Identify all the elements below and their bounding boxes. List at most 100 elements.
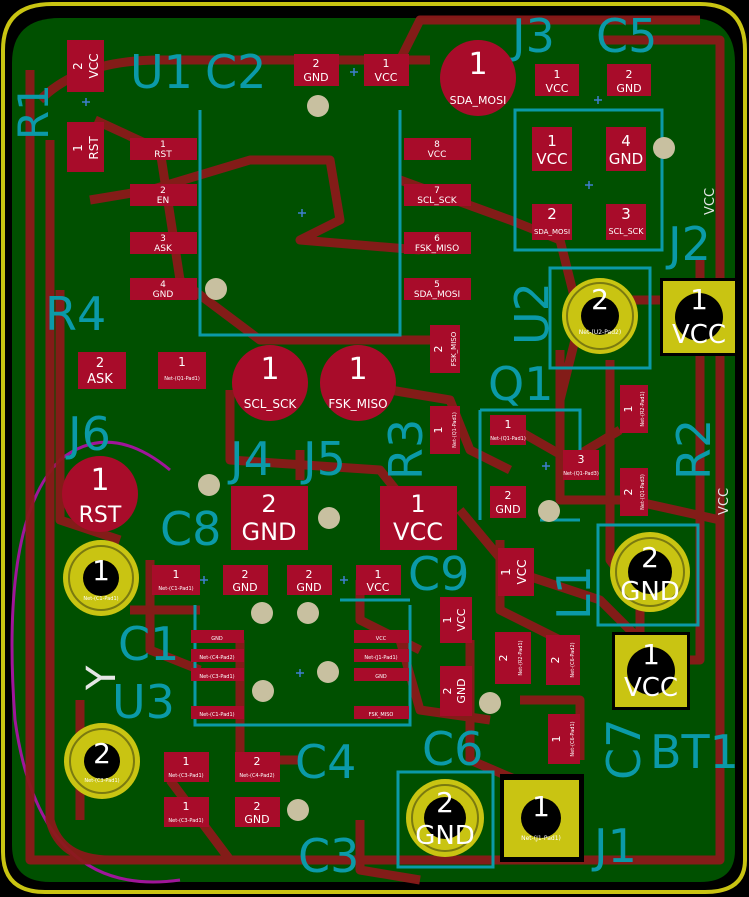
svg-text:Net-(C3-Pad1): Net-(C3-Pad1) [168,773,203,779]
svg-text:VCC: VCC [393,518,443,546]
svg-text:Net-(Q1-Pad1): Net-(Q1-Pad1) [490,436,526,442]
pad-c5-gnd: 2 GND [607,64,651,96]
svg-text:GND: GND [616,82,641,95]
svg-text:2: 2 [436,786,454,819]
svg-text:1: 1 [441,617,454,624]
svg-text:Net-(J1-Pad1): Net-(J1-Pad1) [521,835,561,842]
silkscreen-refs: R1 U1 C2 J3 C5 J2 U2 R4 Q1 R3 R2 J6 J4 J… [9,9,739,883]
ref-C1: C1 [118,617,179,671]
svg-text:FSK_MISO: FSK_MISO [369,712,394,718]
ref-C6: C6 [422,722,483,776]
smd-pads: 2 VCC 1 RST 2 GND 1 VCC 1 VCC 2 GND 1 RS… [67,40,651,827]
svg-text:1: 1 [173,568,180,581]
svg-text:SDA_MOSI: SDA_MOSI [534,228,570,236]
pad-u1-6-fsk: 6 FSK_MISO [404,232,471,254]
pad-j1-gnd: 2 GND [406,779,484,857]
svg-text:GND: GND [375,674,387,680]
svg-text:Net-(R2-Pad1): Net-(R2-Pad1) [518,640,524,675]
pad-hdr-3-scl: 3 SCL_SCK [606,204,646,240]
ref-Y: Y [79,665,125,691]
ref-C7: C7 [597,719,651,780]
ref-BT1: BT1 [650,725,739,779]
svg-text:VCC: VCC [376,636,387,642]
pad-q1-3: 3 Net-(Q1-Pad3) [563,450,599,480]
pad-hdr-2-sda: 2 SDA_MOSI [532,204,572,240]
svg-text:2: 2 [71,62,85,70]
gnd-via [205,278,227,300]
svg-text:VCC: VCC [624,673,678,703]
svg-text:1: 1 [71,144,85,152]
svg-text:Net-(C6-Pad2): Net-(C6-Pad2) [570,642,576,677]
ref-C9: C9 [408,547,469,601]
silkscreen-outlines [193,108,700,869]
svg-text:2: 2 [497,655,510,662]
pad-r4-1: 1 Net-(Q1-Pad1) [158,352,206,389]
svg-text:GND: GND [303,71,328,84]
svg-text:5: 5 [434,280,440,290]
svg-text:1: 1 [178,355,186,369]
pad-r2-2: 2 Net-(Q1-Pad3) [620,468,648,516]
pad-r1-vcc: 2 VCC [67,40,104,92]
svg-text:2: 2 [254,800,261,813]
pad-c2-gnd: 2 GND [294,54,339,86]
svg-text:RST: RST [79,503,122,528]
pad-r2-1: 1 Net-(R2-Pad1) [620,385,648,433]
pad-r3-fsk: 2 FSK_MISO [430,325,460,373]
pad-bt1-gnd: 2 GND [610,532,690,612]
svg-text:2: 2 [96,356,104,371]
pad-q1-1: 1 Net-(Q1-Pad1) [490,415,526,445]
pad-c8-vcc: 1 VCC [380,486,457,550]
round-pads: 1 SDA_MOSI 1 SCL_SCK 1 FSK_MISO 1 RST [62,40,516,532]
svg-text:1: 1 [622,406,635,413]
svg-text:2: 2 [622,489,635,496]
pad-bt1-vcc: 1 VCC [612,632,690,710]
pad-j6-rst: 1 RST [62,456,138,532]
pad-y-1: 1 Net-(C1-Pad1) [63,540,139,616]
pad-u1-5-sda: 5 SDA_MOSI [404,278,471,300]
svg-text:1: 1 [90,463,109,498]
ref-J1: J1 [591,819,637,873]
svg-text:GND: GND [232,581,257,594]
gnd-via [287,799,309,821]
svg-text:VCC: VCC [672,320,726,350]
ref-R1: R1 [9,84,58,140]
pad-c1-gnd: 2 GND [223,565,268,595]
pad-c5-vcc: 1 VCC [535,64,579,96]
svg-text:Net-(Q1-Pad3): Net-(Q1-Pad3) [640,474,646,510]
svg-text:1: 1 [183,800,190,813]
svg-text:Net-(C3-Pad1): Net-(C3-Pad1) [168,818,203,824]
gnd-via [297,602,319,624]
ref-J3: J3 [509,9,555,63]
gnd-via [538,500,560,522]
svg-text:RST: RST [87,136,101,160]
pad-u3-r2: Net-(J1-Pad1) [354,649,409,662]
svg-text:1: 1 [383,57,390,70]
pad-u1-7-scl: 7 SCL_SCK [404,184,471,206]
svg-text:2: 2 [547,205,557,223]
svg-text:2: 2 [505,489,512,502]
svg-text:1: 1 [160,140,166,150]
svg-text:1: 1 [499,568,513,576]
svg-text:1: 1 [642,638,660,671]
svg-text:1: 1 [92,554,110,587]
pad-u1-3-ask: 3 ASK [130,232,197,254]
pad-c7-gnd: 2 GND [440,666,472,716]
svg-text:2: 2 [432,346,445,353]
svg-text:2: 2 [591,283,609,316]
pad-u3-r3: GND [354,668,409,681]
svg-text:GND: GND [153,290,174,300]
svg-text:SDA_MOSI: SDA_MOSI [450,94,507,107]
pad-u3-l2: Net-(C4-Pad2) [191,649,244,662]
svg-text:GND: GND [296,581,321,594]
pad-hdr-4-gnd: 4 GND [606,127,646,171]
gnd-via [252,680,274,702]
svg-text:Net-(Q1-Pad1): Net-(Q1-Pad1) [164,376,200,382]
svg-text:Net-(C4-Pad2): Net-(C4-Pad2) [199,655,234,661]
svg-text:1: 1 [690,283,708,316]
pad-c7-vcc: 1 VCC [440,597,472,643]
pad-u3-l4: Net-(C1-Pad1) [191,706,244,719]
pad-u1-2-en: 2 EN [130,184,197,206]
svg-text:Net-(Q1-Pad3): Net-(Q1-Pad3) [563,471,599,477]
ref-R2: R2 [667,419,721,480]
pad-u1-8-vcc: 8 VCC [404,138,471,160]
